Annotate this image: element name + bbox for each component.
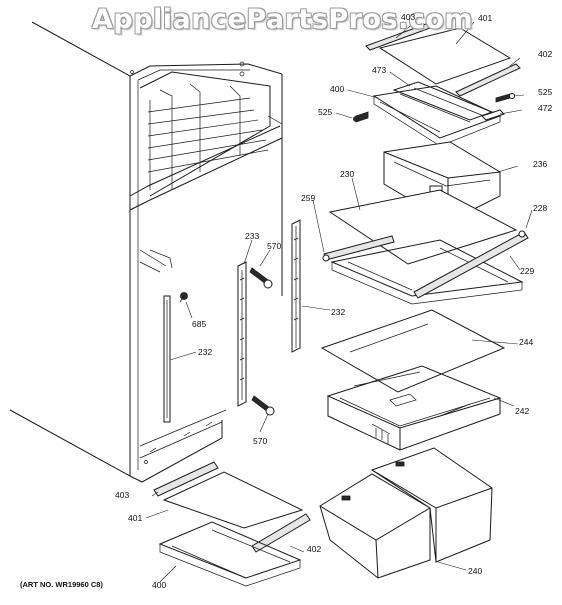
callout-570-top: 570 xyxy=(267,241,282,251)
callout-473: 473 xyxy=(372,65,387,75)
callout-236: 236 xyxy=(533,159,548,169)
shelf-rail-232-right xyxy=(291,219,301,353)
callout-401-bottom: 401 xyxy=(128,513,143,523)
callout-244: 244 xyxy=(519,337,534,347)
callout-403-top: 403 xyxy=(401,12,416,22)
callout-242: 242 xyxy=(515,406,530,416)
trim-402-top xyxy=(455,63,521,97)
shelf-support-left xyxy=(163,295,171,423)
shelf-frame-400-bottom xyxy=(158,521,302,587)
glass-shelf-230 xyxy=(328,189,518,265)
callout-402-top: 402 xyxy=(538,49,553,59)
refrigerator-cabinet xyxy=(9,21,283,483)
callout-233: 233 xyxy=(245,231,260,241)
callout-400-bottom: 400 xyxy=(152,580,167,590)
trim-403-bottom xyxy=(153,461,219,497)
callout-525-left: 525 xyxy=(318,107,333,117)
art-number: (ART NO. WR19960 C8) xyxy=(20,580,103,589)
trim-228 xyxy=(413,230,529,299)
screw-570-top xyxy=(249,267,273,289)
crisper-frame-242 xyxy=(326,365,502,451)
meat-pan-236 xyxy=(383,141,501,223)
callout-232-left: 232 xyxy=(198,347,213,357)
callout-525-right: 525 xyxy=(538,87,553,97)
site-watermark: AppliancePartsPros.com xyxy=(92,4,474,35)
callout-240: 240 xyxy=(468,566,483,576)
clip-472 xyxy=(481,109,505,121)
shelf-rail-233 xyxy=(237,261,247,407)
callout-472: 472 xyxy=(538,103,553,113)
glass-shelf-401-top xyxy=(378,27,512,85)
callout-570-bottom: 570 xyxy=(253,436,268,446)
callout-400-top: 400 xyxy=(330,84,345,94)
callout-403-bottom: 403 xyxy=(115,490,130,500)
crisper-drawer-240-right xyxy=(370,447,493,563)
trim-402-bottom xyxy=(251,513,311,553)
callout-228: 228 xyxy=(533,203,548,213)
screw-570-bottom xyxy=(251,395,275,416)
callout-259: 259 xyxy=(301,193,316,203)
trim-259 xyxy=(322,235,395,262)
callout-230: 230 xyxy=(340,169,355,179)
callout-232-right: 232 xyxy=(331,307,346,317)
bracket-473 xyxy=(392,81,494,121)
glass-shelf-401-bottom xyxy=(162,471,304,529)
callout-402-bottom: 402 xyxy=(307,544,322,554)
screw-525-left xyxy=(353,111,369,123)
crisper-drawer-240-left xyxy=(319,473,431,579)
leader-lines xyxy=(145,21,533,583)
crisper-cover-244 xyxy=(320,309,506,393)
callout-229: 229 xyxy=(520,266,535,276)
callout-685: 685 xyxy=(192,319,207,329)
screw-685 xyxy=(179,292,188,303)
callout-401-top: 401 xyxy=(478,13,493,23)
screw-525-right xyxy=(495,93,515,103)
trim-403-top xyxy=(365,23,431,51)
